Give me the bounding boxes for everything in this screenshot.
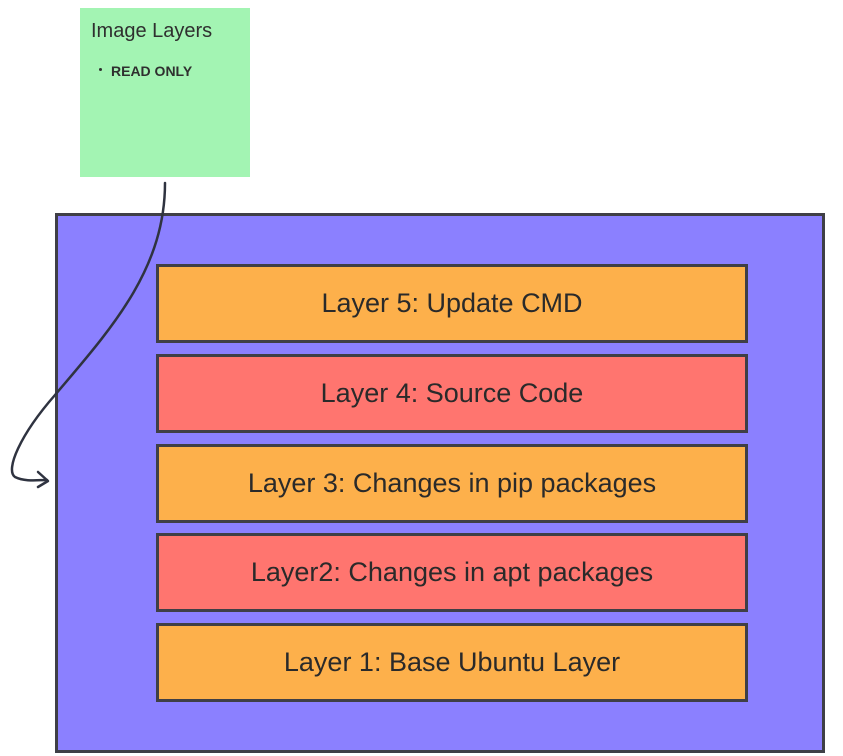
layer-4-box: Layer 4: Source Code <box>156 354 748 433</box>
layer-5-box: Layer 5: Update CMD <box>156 264 748 343</box>
layer-1-label: Layer 1: Base Ubuntu Layer <box>283 647 621 677</box>
note-title: Image Layers <box>91 20 213 42</box>
layer-5-label: Layer 5: Update CMD <box>321 288 583 318</box>
layer-2-box: Layer2: Changes in apt packages <box>156 533 748 612</box>
note-bullet-item: READ ONLY <box>99 63 192 79</box>
image-layers-note: Image Layers READ ONLY <box>80 8 250 177</box>
layer-3-box: Layer 3: Changes in pip packages <box>156 444 748 523</box>
layer-1-box: Layer 1: Base Ubuntu Layer <box>156 623 748 702</box>
bullet-dot-icon <box>99 67 102 71</box>
layer-4-label: Layer 4: Source Code <box>320 378 584 408</box>
note-bullet-label: READ ONLY <box>111 63 193 79</box>
layer-3-label: Layer 3: Changes in pip packages <box>247 468 657 498</box>
layer-2-label: Layer2: Changes in apt packages <box>250 557 654 587</box>
arrowhead-icon <box>36 470 50 489</box>
